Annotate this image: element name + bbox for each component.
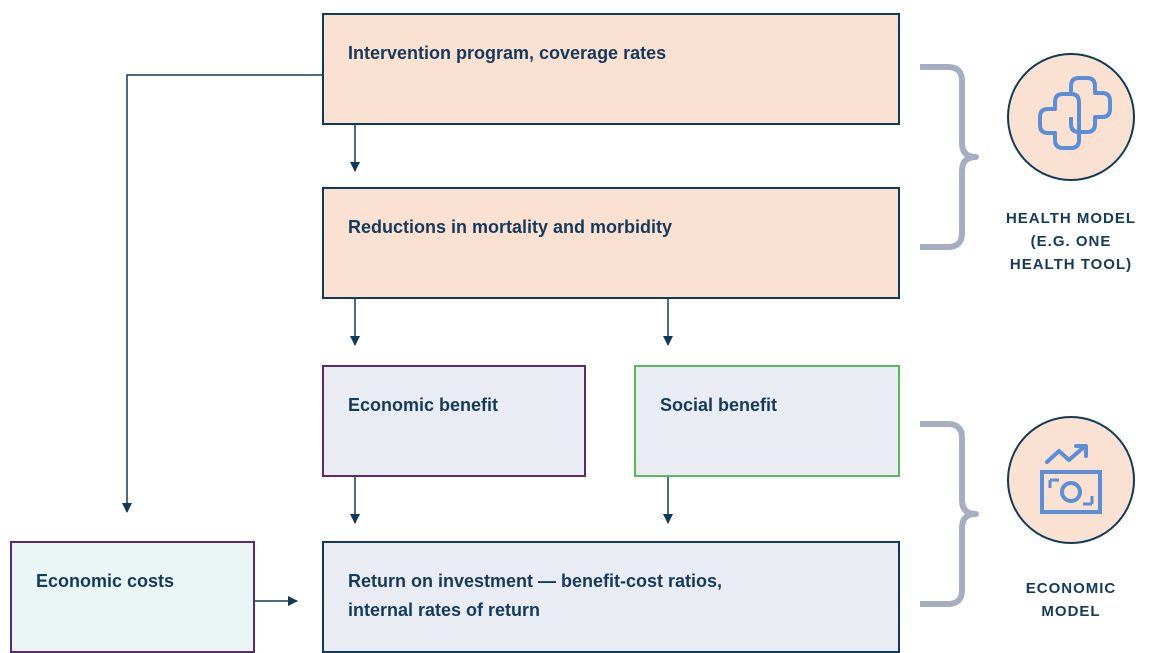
money-growth-icon [1040, 444, 1102, 514]
economic-benefit-label: Economic benefit [348, 395, 499, 415]
return-on-investment-box: Return on investment — benefit-cost rati… [322, 541, 900, 653]
roi-label-line-2: internal rates of return [348, 600, 541, 620]
economic-model-caption-line-2: MODEL [1041, 603, 1101, 620]
intervention-program-label: Intervention program, coverage rates [348, 43, 667, 63]
intervention-program-box: Intervention program, coverage rates [322, 13, 900, 125]
health-model-caption-line-2: (E.G. ONE [1030, 233, 1112, 250]
economic-model-caption-line-1: ECONOMIC [1025, 580, 1117, 597]
economic-model-brace [920, 421, 979, 607]
economic-model-caption: ECONOMIC MODEL [996, 577, 1146, 623]
social-benefit-label: Social benefit [660, 395, 778, 415]
roi-label-line-1: Return on investment — benefit-cost rati… [348, 571, 723, 591]
economic-costs-label: Economic costs [36, 571, 175, 591]
health-model-brace [920, 64, 979, 250]
economic-costs-box: Economic costs [10, 541, 255, 653]
medical-cross-icon [1038, 76, 1112, 150]
health-model-caption: HEALTH MODEL (E.G. ONE HEALTH TOOL) [996, 207, 1146, 276]
health-model-caption-line-3: HEALTH TOOL) [1009, 256, 1133, 273]
reductions-box: Reductions in mortality and morbidity [322, 187, 900, 299]
health-model-caption-line-1: HEALTH MODEL [1005, 210, 1137, 227]
social-benefit-box: Social benefit [634, 365, 900, 477]
return-on-investment-label: Return on investment — benefit-cost rati… [348, 567, 878, 625]
health-model-circle [1007, 53, 1135, 181]
economic-benefit-box: Economic benefit [322, 365, 586, 477]
reductions-label: Reductions in mortality and morbidity [348, 217, 673, 237]
intervention-to-costs-connector [122, 74, 322, 513]
economic-model-circle [1007, 416, 1135, 544]
